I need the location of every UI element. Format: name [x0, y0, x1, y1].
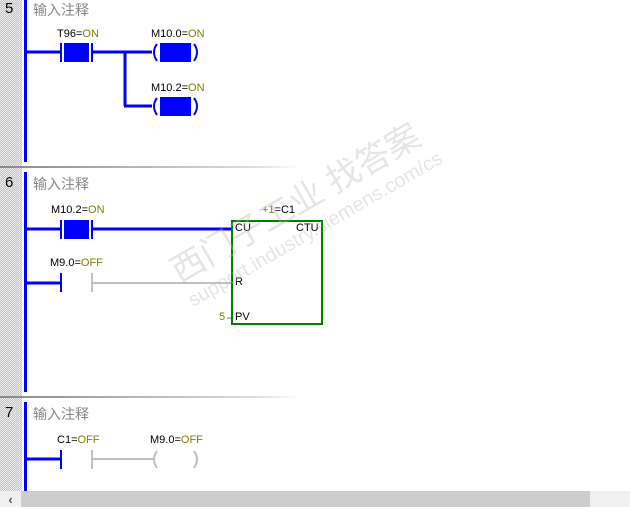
- contact-m9-0[interactable]: [26, 273, 232, 292]
- network-separator: [0, 396, 300, 398]
- contact-label: C1=OFF: [57, 434, 100, 446]
- network-number: 7: [5, 404, 14, 421]
- contact-label: T96=ON: [57, 28, 99, 40]
- state: OFF: [180, 434, 203, 446]
- scrollbar-thumb[interactable]: [21, 491, 590, 507]
- address: M9.0: [50, 257, 75, 269]
- contact-label: M10.2=ON: [51, 204, 105, 216]
- r-pin: R: [235, 276, 243, 288]
- pv-pin: PV: [235, 311, 250, 323]
- network-gutter: [0, 0, 22, 491]
- counter-type: CTU: [296, 222, 319, 234]
- pv-value[interactable]: 5: [219, 311, 226, 323]
- contact-t96[interactable]: [26, 43, 152, 62]
- power-rail-7: [24, 402, 27, 491]
- scroll-left-arrow-icon[interactable]: ‹: [8, 492, 13, 507]
- coil-m10-0[interactable]: [153, 43, 198, 62]
- power-rail-5: [24, 0, 27, 162]
- network-comment[interactable]: 输入注释: [33, 406, 89, 422]
- coil-m10-2[interactable]: [153, 97, 198, 116]
- coil-label: M10.2=ON: [151, 82, 205, 94]
- address: M10.2: [151, 82, 182, 94]
- address: M10.2: [51, 204, 82, 216]
- counter-name: =C1: [274, 204, 296, 216]
- cu-pin: CU: [235, 222, 251, 234]
- coil-label: M10.0=ON: [151, 28, 205, 40]
- network-comment[interactable]: 输入注释: [33, 176, 89, 192]
- contact-c1[interactable]: [26, 450, 153, 469]
- network-number: 6: [5, 174, 14, 191]
- contact-label: M9.0=OFF: [50, 257, 103, 269]
- state: ON: [188, 28, 205, 40]
- coil-m9-0[interactable]: [153, 450, 198, 469]
- counter-label: +1=C1: [262, 204, 295, 216]
- power-rail-6: [24, 172, 27, 392]
- contact-m10-2[interactable]: [26, 220, 232, 239]
- coil-label: M9.0=OFF: [150, 434, 203, 446]
- counter-box[interactable]: [231, 220, 323, 325]
- network-number: 5: [5, 0, 14, 17]
- state: OFF: [80, 257, 103, 269]
- address: M10.0: [151, 28, 182, 40]
- state: ON: [82, 28, 99, 40]
- horizontal-scrollbar[interactable]: ‹: [0, 491, 630, 507]
- state: ON: [88, 204, 105, 216]
- address: T96: [57, 28, 76, 40]
- ladder-diagram: [24, 0, 323, 491]
- counter-increment: +1: [262, 204, 275, 216]
- address: C1: [57, 434, 72, 446]
- state: OFF: [77, 434, 100, 446]
- network-comment[interactable]: 输入注释: [33, 2, 89, 18]
- address: M9.0: [150, 434, 175, 446]
- network-separator: [0, 166, 300, 168]
- state: ON: [188, 82, 205, 94]
